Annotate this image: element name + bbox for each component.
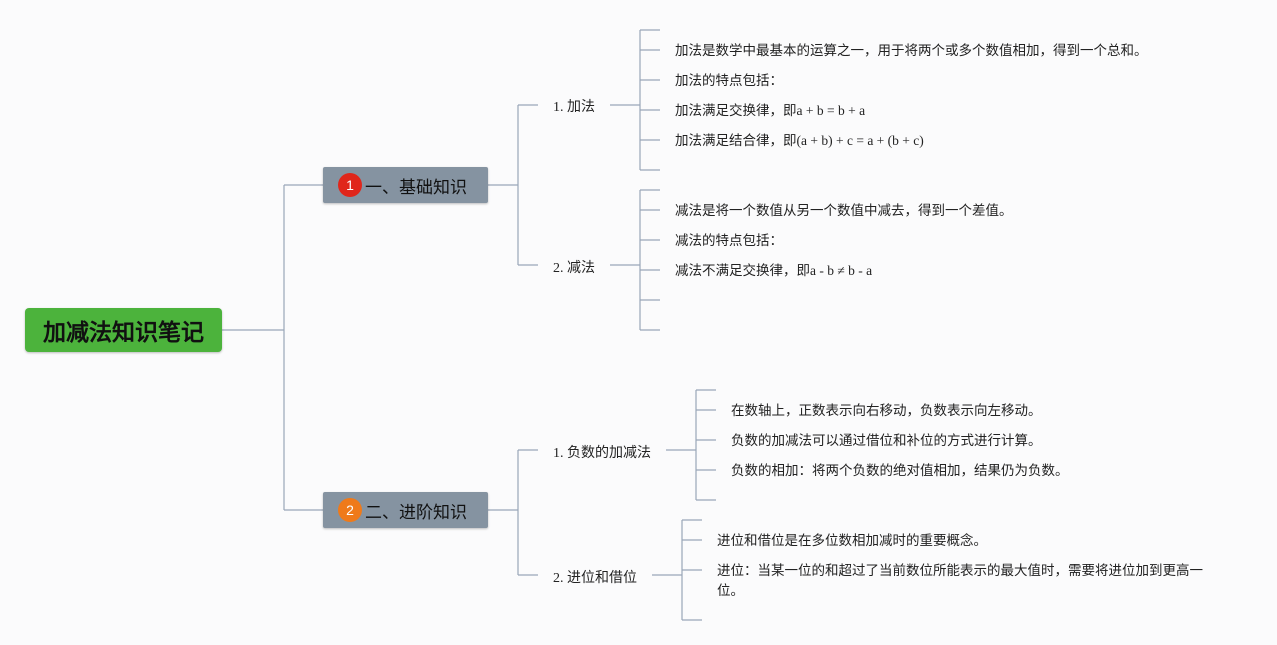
branch-advanced-knowledge[interactable]: 2 二、进阶知识 [323, 492, 488, 528]
root-topic-label: 加减法知识笔记 [43, 320, 204, 346]
leaf-note[interactable]: 在数轴上，正数表示向右移动，负数表示向左移动。 [731, 403, 1042, 418]
leaf-note[interactable]: 减法是将一个数值从另一个数值中减去，得到一个差值。 [675, 203, 1013, 218]
branch-label: 一、基础知识 [365, 177, 467, 198]
subtopic-addition[interactable]: 1. 加法 [553, 100, 595, 115]
subtopic-negative-numbers[interactable]: 1. 负数的加减法 [553, 446, 651, 461]
priority-2-badge-icon: 2 [338, 498, 362, 522]
leaf-note[interactable]: 进位和借位是在多位数相加减时的重要概念。 [717, 533, 987, 548]
leaf-note[interactable]: 减法的特点包括： [675, 233, 783, 248]
leaf-note[interactable]: 负数的加减法可以通过借位和补位的方式进行计算。 [731, 433, 1042, 448]
leaf-note[interactable]: 加法的特点包括： [675, 73, 783, 88]
leaf-note[interactable]: 加法是数学中最基本的运算之一，用于将两个或多个数值相加，得到一个总和。 [675, 43, 1148, 58]
subtopic-subtraction[interactable]: 2. 减法 [553, 261, 595, 276]
branch-basic-knowledge[interactable]: 1 一、基础知识 [323, 167, 488, 203]
subtopic-carry-borrow[interactable]: 2. 进位和借位 [553, 571, 637, 586]
leaf-note[interactable]: 负数的相加：将两个负数的绝对值相加，结果仍为负数。 [731, 463, 1069, 478]
leaf-note[interactable]: 加法满足结合律，即(a + b) + c = a + (b + c) [675, 133, 924, 148]
leaf-note[interactable]: 减法不满足交换律，即a - b ≠ b - a [675, 263, 873, 278]
leaf-note[interactable]: 加法满足交换律，即a + b = b + a [675, 103, 866, 118]
leaf-note[interactable]: 进位：当某一位的和超过了当前数位所能表示的最大值时，需要将进位加到更高一位。 [717, 563, 1203, 598]
branch-label: 二、进阶知识 [365, 502, 467, 523]
priority-1-badge-icon: 1 [338, 173, 362, 197]
root-topic[interactable]: 加减法知识笔记 [25, 308, 222, 352]
